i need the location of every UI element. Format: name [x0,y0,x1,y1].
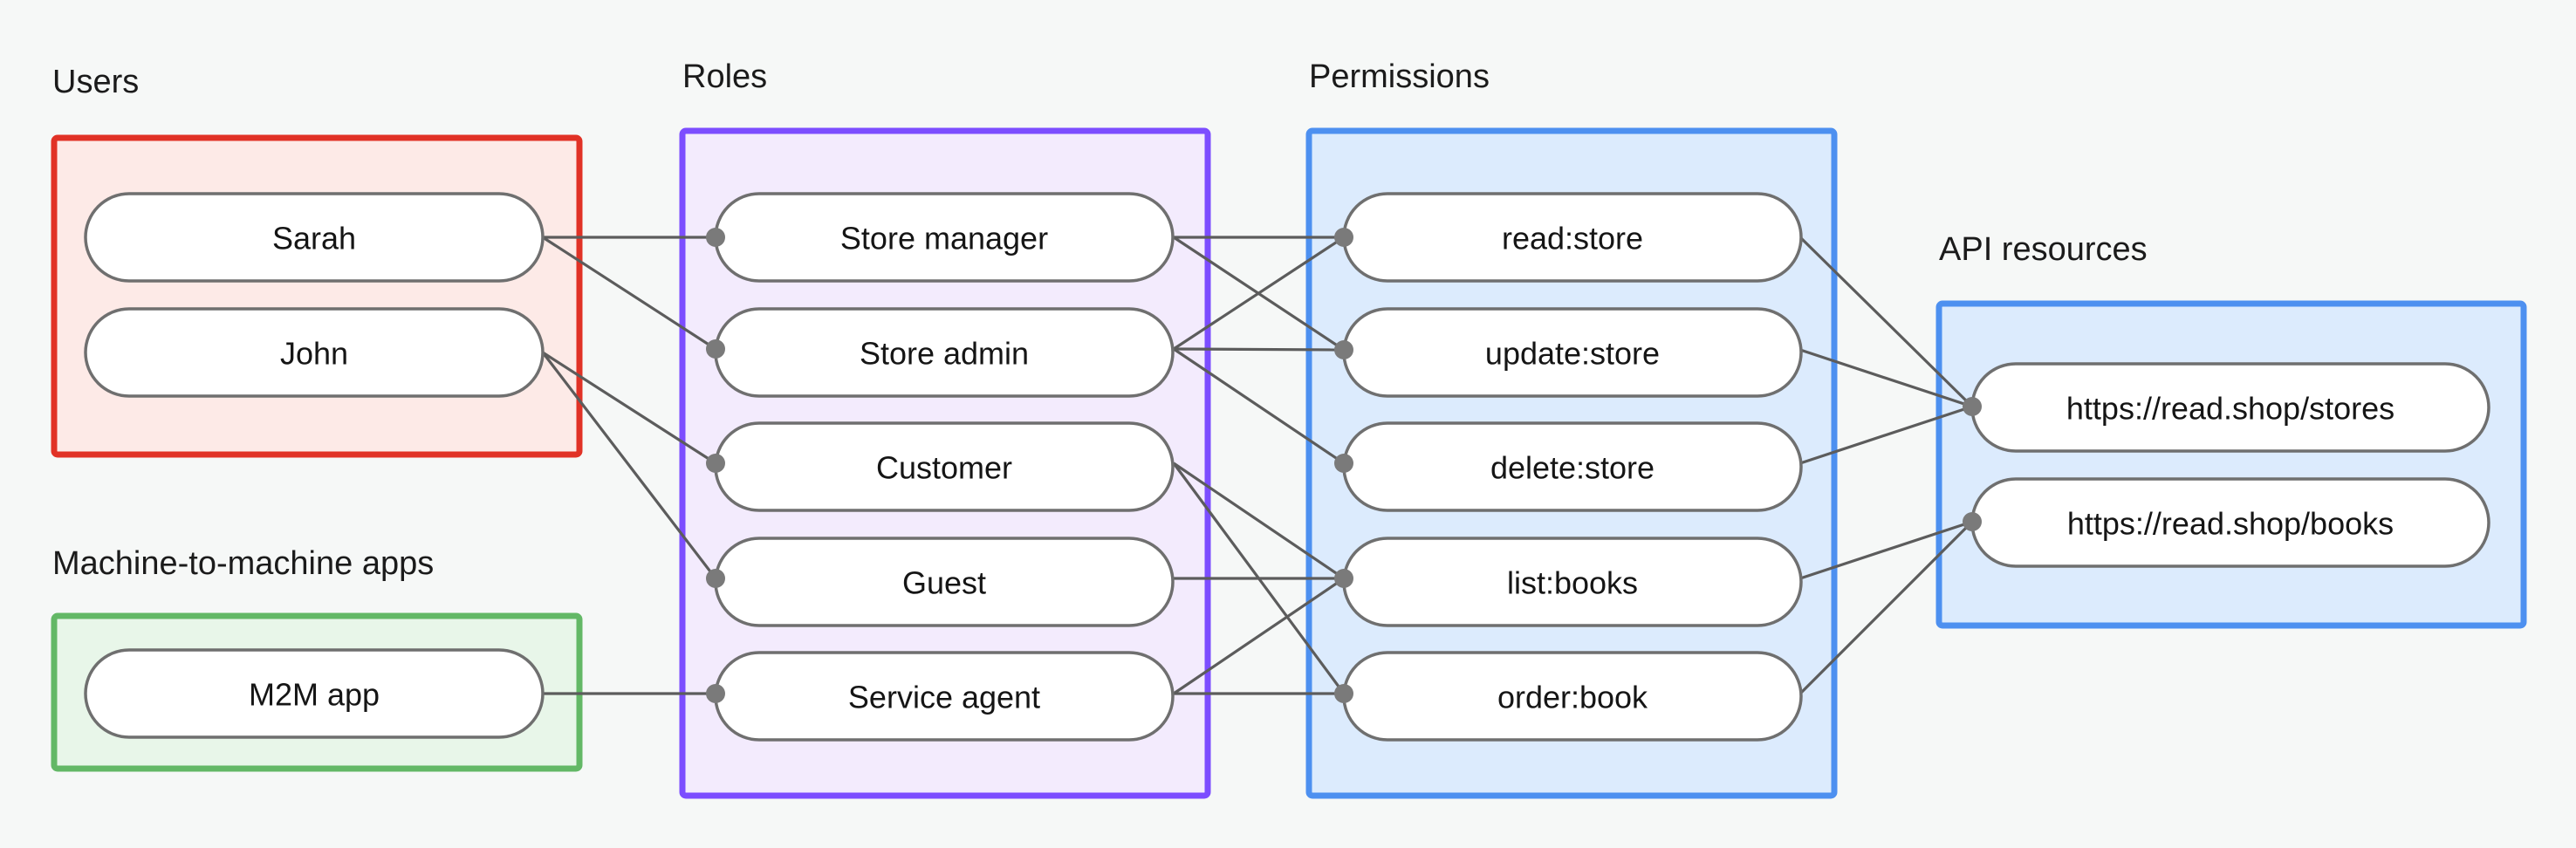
node-sarah[interactable]: Sarah [84,192,545,283]
node-label-delete-store: delete:store [1490,450,1655,486]
node-list-books[interactable]: list:books [1342,537,1803,627]
node-john[interactable]: John [84,307,545,398]
edge-customer-to-list-books [1173,462,1345,580]
edges-roles-to-permissions [1172,236,1346,695]
endpoint-dot-store-manager [706,228,725,247]
endpoint-dot-read-store [1334,228,1353,247]
edge-store-admin-to-delete-store [1173,347,1345,465]
endpoint-dot-update-store [1334,340,1353,359]
node-label-list-books: list:books [1507,565,1638,601]
edge-order-book-to-res-books [1798,520,1974,695]
endpoint-dot-customer [706,454,725,473]
endpoint-dot-list-books [1334,569,1353,588]
group-box-users [51,134,583,458]
node-order-book[interactable]: order:book [1342,651,1803,742]
endpoint-dot-service-agent [706,684,725,703]
node-label-john: John [280,336,348,372]
endpoint-dot-res-books [1963,512,1982,531]
node-label-read-store: read:store [1502,221,1643,256]
edge-read-store-to-res-stores [1798,236,1974,408]
node-guest[interactable]: Guest [714,537,1175,627]
endpoint-dot-guest [706,569,725,588]
node-delete-store[interactable]: delete:store [1342,421,1803,512]
endpoint-dot-res-stores [1963,397,1982,416]
node-store-admin[interactable]: Store admin [714,307,1175,398]
node-res-books[interactable]: https://read.shop/books [1970,477,2490,568]
endpoint-dot-order-book [1334,684,1353,703]
node-m2m-app[interactable]: M2M app [84,648,545,739]
group-label-api-resources: API resources [1939,231,2148,268]
edge-john-to-customer [542,351,716,465]
endpoint-dot-store-admin [706,339,725,359]
node-service-agent[interactable]: Service agent [714,651,1175,742]
edge-delete-store-to-res-stores [1799,405,1973,465]
node-read-store[interactable]: read:store [1342,192,1803,283]
node-label-guest: Guest [902,565,986,601]
node-label-store-admin: Store admin [860,336,1029,372]
node-label-sarah: Sarah [272,221,356,256]
node-label-customer: Customer [876,450,1012,486]
edge-john-to-guest [541,352,717,579]
node-label-order-book: order:book [1497,680,1648,715]
edge-sarah-to-store-admin [542,236,716,351]
edge-list-books-to-res-books [1799,520,1973,580]
node-label-update-store: update:store [1485,336,1660,372]
edges-permissions-to-api-resources [1798,236,1974,695]
group-label-users: Users [52,64,139,100]
edges-users-to-roles [541,236,717,695]
group-label-m2m-apps: Machine-to-machine apps [52,545,434,582]
edge-store-admin-to-read-store [1173,236,1345,351]
node-label-service-agent: Service agent [848,680,1040,715]
edge-service-agent-to-list-books [1173,577,1345,695]
edge-update-store-to-res-stores [1799,348,1973,408]
group-label-permissions: Permissions [1309,58,1490,95]
node-customer[interactable]: Customer [714,421,1175,512]
node-label-store-manager: Store manager [840,221,1048,256]
group-box-api-resources [1935,300,2527,629]
node-res-stores[interactable]: https://read.shop/stores [1970,362,2490,453]
edge-endpoint-dots [706,228,1982,703]
node-label-res-stores: https://read.shop/stores [2066,391,2394,427]
node-update-store[interactable]: update:store [1342,307,1803,398]
group-label-roles: Roles [682,58,767,95]
node-label-res-books: https://read.shop/books [2067,506,2394,542]
node-label-m2m-app: M2M app [249,677,380,713]
endpoint-dot-delete-store [1334,454,1353,473]
node-store-manager[interactable]: Store manager [714,192,1175,283]
edge-store-admin-to-update-store [1173,347,1345,352]
